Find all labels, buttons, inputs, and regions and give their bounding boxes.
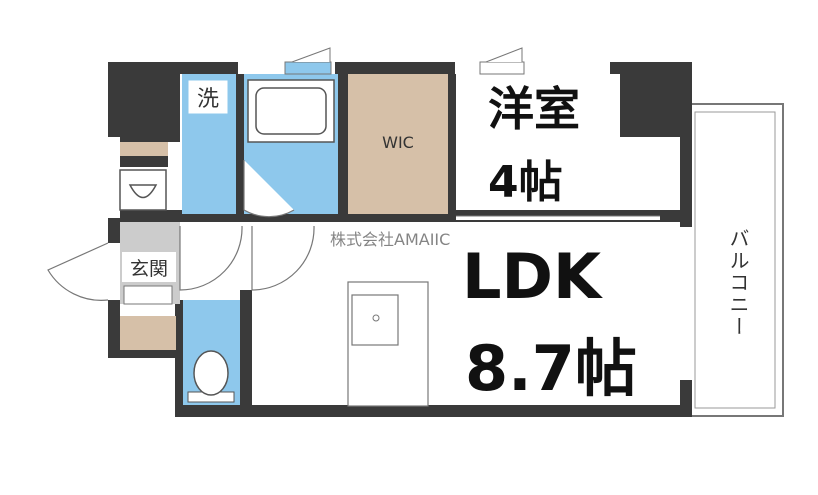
shoe-cabinet [120, 316, 176, 350]
ldk-size-label: 8.7帖 [465, 332, 637, 405]
balcony-label: バルコニー [726, 228, 750, 338]
entrance-label-box [122, 252, 176, 282]
kitchen-sink-drain [372, 314, 380, 322]
storage-shelf-top [120, 142, 168, 156]
watermark: 株式会社AMAIIC [330, 230, 450, 249]
shoe-cabinet-top [123, 285, 173, 305]
entry-door-arc [179, 225, 243, 291]
bathtub-inner [255, 87, 327, 135]
top-window-right [479, 47, 525, 75]
walk-in-closet-area [348, 74, 448, 214]
bedroom-type-label: 洋室 [488, 82, 580, 136]
ldk-door-arc [251, 225, 315, 291]
outer-walls [108, 62, 692, 417]
bath-door [243, 160, 295, 218]
bedroom-size-label: 4帖 [488, 157, 563, 208]
washroom-label: 洗 [197, 87, 219, 112]
entrance-door [47, 242, 109, 301]
toilet-bowl [193, 350, 229, 396]
ldk-type-label: LDK [462, 240, 603, 313]
top-window-left [284, 47, 332, 75]
walk-in-closet-label: WIC [382, 133, 414, 152]
entrance-label: 玄関 [130, 258, 168, 280]
washbasin [119, 169, 167, 211]
washbasin-bowl [128, 184, 158, 199]
washroom-label-box [187, 79, 229, 115]
kitchen-sink [351, 294, 399, 346]
